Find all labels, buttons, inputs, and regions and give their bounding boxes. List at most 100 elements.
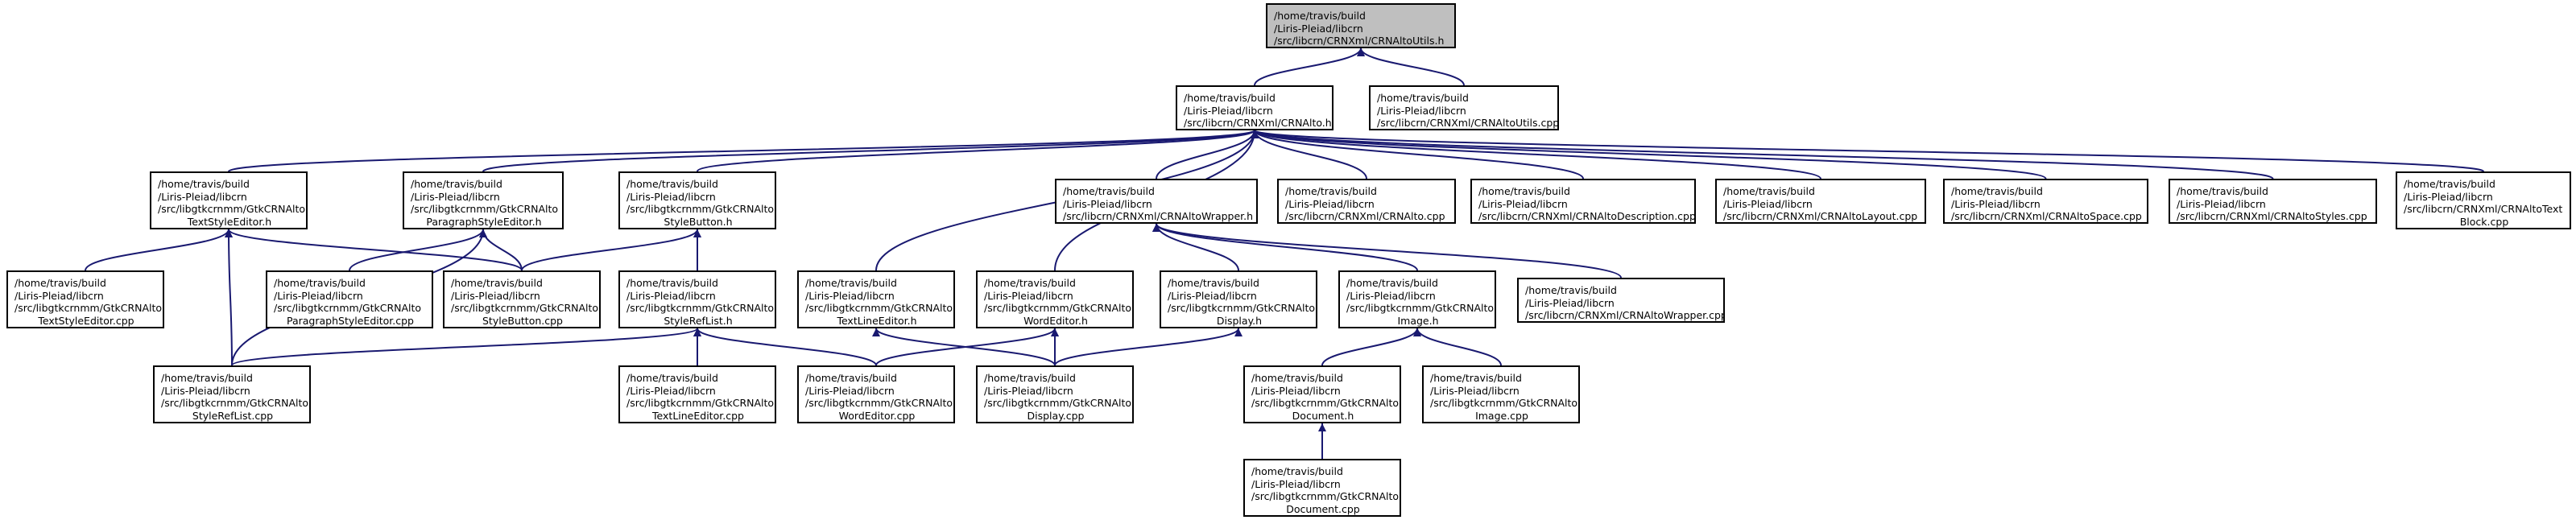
node-label-line: /home/travis/build xyxy=(2404,178,2495,190)
node-label-line: /home/travis/build xyxy=(805,277,897,289)
node-label-line: /src/libcrn/CRNXml/CRNAltoDescription.cp… xyxy=(1478,210,1696,222)
node-stylereflist-h[interactable]: /home/travis/build/Liris-Pleiad/libcrn/s… xyxy=(618,270,776,328)
node-label-line: /home/travis/build xyxy=(1723,185,1815,197)
edge-stylebutton-cpp-to-textstyleeditor-h xyxy=(225,229,523,271)
node-textstyleeditor-cpp[interactable]: /home/travis/build/Liris-Pleiad/libcrn/s… xyxy=(6,270,164,328)
node-label-line: /home/travis/build xyxy=(626,178,718,190)
node-display-h[interactable]: /home/travis/build/Liris-Pleiad/libcrn/s… xyxy=(1160,270,1317,328)
node-altowrapper-h[interactable]: /home/travis/build/Liris-Pleiad/libcrn/s… xyxy=(1055,179,1258,224)
node-label-line: /Liris-Pleiad/libcrn xyxy=(626,289,716,302)
node-crnaltoutils-h[interactable]: /home/travis/build/Liris-Pleiad/libcrn/s… xyxy=(1266,3,1456,48)
node-label-line: Image.cpp xyxy=(1475,409,1528,422)
node-label-line: /src/libcrn/CRNXml/CRNAltoUtils.h xyxy=(1274,35,1445,47)
node-image-h[interactable]: /home/travis/build/Liris-Pleiad/libcrn/s… xyxy=(1338,270,1496,328)
node-label-line: /src/libgtkcrnmm/GtkCRNAlto xyxy=(14,302,163,314)
node-label-line: StyleRefList.h xyxy=(664,314,733,327)
node-label-line: /Liris-Pleiad/libcrn xyxy=(14,289,104,302)
node-label-line: StyleButton.cpp xyxy=(482,314,563,327)
edge-stylereflist-cpp-to-stylereflist-h xyxy=(231,328,701,366)
node-label-line: /src/libcrn/CRNXml/CRNAltoUtils.cpp xyxy=(1377,117,1559,129)
node-stylebutton-cpp[interactable]: /home/travis/build/Liris-Pleiad/libcrn/s… xyxy=(443,270,601,328)
node-label-line: /src/libgtkcrnmm/GtkCRNAlto xyxy=(984,302,1132,314)
node-label-line: /src/libgtkcrnmm/GtkCRNAlto xyxy=(161,397,309,409)
node-label-line: /Liris-Pleiad/libcrn xyxy=(984,289,1073,302)
node-wordeditor-h[interactable]: /home/travis/build/Liris-Pleiad/libcrn/s… xyxy=(976,270,1134,328)
node-label-line: /home/travis/build xyxy=(1478,185,1570,197)
node-altostyles-cpp[interactable]: /home/travis/build/Liris-Pleiad/libcrn/s… xyxy=(2169,179,2377,224)
node-wordeditor-cpp[interactable]: /home/travis/build/Liris-Pleiad/libcrn/s… xyxy=(797,365,955,423)
node-label-line: WordEditor.h xyxy=(1023,314,1088,327)
node-label-line: /home/travis/build xyxy=(805,372,897,384)
node-crnalto-h[interactable]: /home/travis/build/Liris-Pleiad/libcrn/s… xyxy=(1176,85,1333,130)
node-label-line: /Liris-Pleiad/libcrn xyxy=(626,384,716,397)
node-label-line: Display.cpp xyxy=(1027,409,1085,422)
node-parastyleeditor-cpp[interactable]: /home/travis/build/Liris-Pleiad/libcrn/s… xyxy=(266,270,433,328)
node-label-line: /Liris-Pleiad/libcrn xyxy=(805,289,895,302)
node-crnaltoutils-cpp[interactable]: /home/travis/build/Liris-Pleiad/libcrn/s… xyxy=(1369,85,1559,130)
node-label-line: /home/travis/build xyxy=(14,277,106,289)
node-label-line: /home/travis/build xyxy=(161,372,253,384)
edge-altolayout-cpp-to-crnalto-h xyxy=(1251,130,1821,179)
node-label-line: StyleButton.h xyxy=(664,215,733,228)
node-display-cpp[interactable]: /home/travis/build/Liris-Pleiad/libcrn/s… xyxy=(976,365,1134,423)
node-label-line: /home/travis/build xyxy=(1951,185,2043,197)
node-altospace-cpp[interactable]: /home/travis/build/Liris-Pleiad/libcrn/s… xyxy=(1943,179,2148,224)
node-textlineeditor-h[interactable]: /home/travis/build/Liris-Pleiad/libcrn/s… xyxy=(797,270,955,328)
node-altowrapper-cpp[interactable]: /home/travis/build/Liris-Pleiad/libcrn/s… xyxy=(1517,278,1725,323)
node-label-line: /home/travis/build xyxy=(1274,10,1366,22)
node-label-line: /src/libgtkcrnmm/GtkCRNAlto xyxy=(626,302,775,314)
edge-altodesc-cpp-to-crnalto-h xyxy=(1251,130,1584,179)
edge-altotextblock-cpp-to-crnalto-h xyxy=(1251,130,2484,172)
node-label-line: /src/libcrn/CRNXml/CRNAlto.cpp xyxy=(1285,210,1445,222)
node-image-cpp[interactable]: /home/travis/build/Liris-Pleiad/libcrn/s… xyxy=(1422,365,1580,423)
node-altotextblock-cpp[interactable]: /home/travis/build/Liris-Pleiad/libcrn/s… xyxy=(2396,171,2571,229)
node-label-line: Block.cpp xyxy=(2459,215,2509,228)
edge-textstyleeditor-cpp-to-textstyleeditor-h xyxy=(85,229,233,271)
edge-stylebutton-cpp-to-parastyleeditor-h xyxy=(479,229,523,271)
node-label-line: /Liris-Pleiad/libcrn xyxy=(1346,289,1436,302)
node-document-cpp[interactable]: /home/travis/build/Liris-Pleiad/libcrn/s… xyxy=(1243,459,1401,517)
node-label-line: TextStyleEditor.h xyxy=(187,215,272,228)
node-label-line: /home/travis/build xyxy=(2177,185,2268,197)
node-document-h[interactable]: /home/travis/build/Liris-Pleiad/libcrn/s… xyxy=(1243,365,1401,423)
edge-crnalto-h-to-crnaltoutils-h xyxy=(1254,47,1365,86)
edge-display-cpp-to-display-h xyxy=(1054,328,1243,366)
node-label-line: WordEditor.cpp xyxy=(838,409,916,422)
node-label-line: /home/travis/build xyxy=(1346,277,1438,289)
node-label-line: /Liris-Pleiad/libcrn xyxy=(1377,104,1466,117)
edge-altospace-cpp-to-crnalto-h xyxy=(1251,130,2047,179)
node-altodesc-cpp[interactable]: /home/travis/build/Liris-Pleiad/libcrn/s… xyxy=(1470,179,1696,224)
node-crnalto-cpp[interactable]: /home/travis/build/Liris-Pleiad/libcrn/s… xyxy=(1277,179,1456,224)
node-label-line: /src/libgtkcrnmm/GtkCRNAlto xyxy=(158,203,306,215)
node-label-line: /src/libgtkcrnmm/GtkCRNAlto xyxy=(1430,397,1578,409)
node-parastyleeditor-h[interactable]: /home/travis/build/Liris-Pleiad/libcrn/s… xyxy=(403,171,564,229)
node-label-line: /home/travis/build xyxy=(411,178,502,190)
node-label-line: /home/travis/build xyxy=(1430,372,1522,384)
edge-crnalto-cpp-to-crnalto-h xyxy=(1251,130,1367,179)
node-label-line: TextStyleEditor.cpp xyxy=(38,314,134,327)
node-label-line: /Liris-Pleiad/libcrn xyxy=(1251,477,1341,490)
node-label-line: /home/travis/build xyxy=(626,372,718,384)
node-label-line: /src/libgtkcrnmm/GtkCRNAlto xyxy=(626,203,775,215)
node-label-line: /Liris-Pleiad/libcrn xyxy=(158,190,247,203)
node-textstyleeditor-h[interactable]: /home/travis/build/Liris-Pleiad/libcrn/s… xyxy=(150,171,308,229)
node-label-line: /Liris-Pleiad/libcrn xyxy=(1184,104,1273,117)
node-label-line: /src/libgtkcrnmm/GtkCRNAlto xyxy=(274,302,422,314)
node-textlineeditor-cpp[interactable]: /home/travis/build/Liris-Pleiad/libcrn/s… xyxy=(618,365,776,423)
edge-document-h-to-image-h xyxy=(1321,328,1421,366)
node-label-line: /home/travis/build xyxy=(1251,465,1343,477)
node-stylereflist-cpp[interactable]: /home/travis/build/Liris-Pleiad/libcrn/s… xyxy=(153,365,311,423)
edge-altowrapper-h-to-crnalto-h xyxy=(1156,130,1259,179)
edge-stylebutton-h-to-crnalto-h xyxy=(697,130,1259,172)
node-label-line: /Liris-Pleiad/libcrn xyxy=(805,384,895,397)
node-label-line: /src/libcrn/CRNXml/CRNAltoSpace.cpp xyxy=(1951,210,2142,222)
node-label-line: /home/travis/build xyxy=(626,277,718,289)
node-label-line: /src/libgtkcrnmm/GtkCRNAlto xyxy=(805,302,953,314)
node-label-line: /src/libgtkcrnmm/GtkCRNAlto xyxy=(805,397,953,409)
node-altolayout-cpp[interactable]: /home/travis/build/Liris-Pleiad/libcrn/s… xyxy=(1715,179,1926,224)
edge-parastyleeditor-h-to-crnalto-h xyxy=(482,130,1259,172)
node-label-line: /home/travis/build xyxy=(1184,92,1276,104)
node-stylebutton-h[interactable]: /home/travis/build/Liris-Pleiad/libcrn/s… xyxy=(618,171,776,229)
